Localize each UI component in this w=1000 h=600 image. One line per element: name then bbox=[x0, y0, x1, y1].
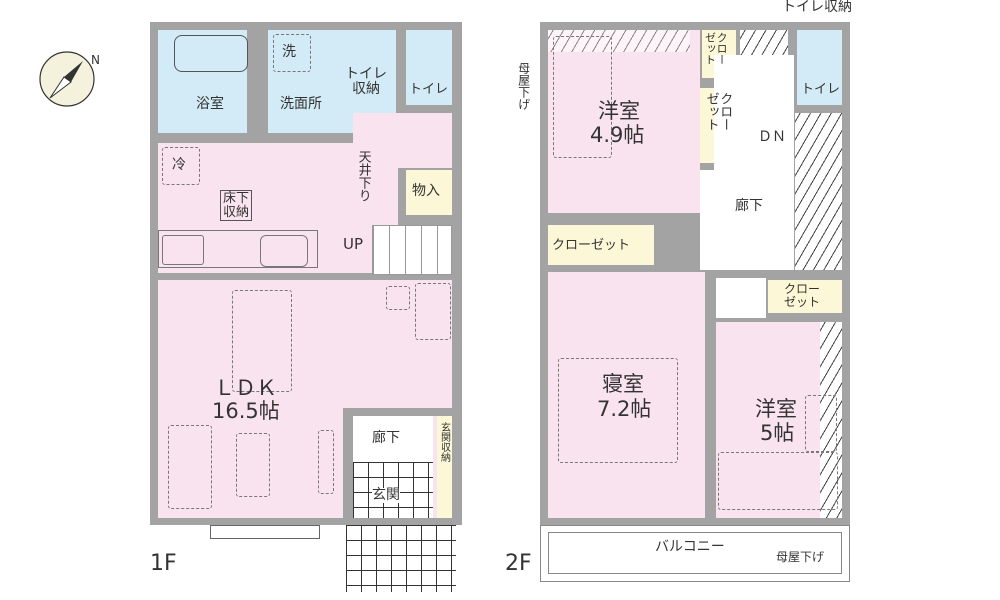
underfloor-storage-label: 床下 収納 bbox=[220, 190, 253, 222]
western-1-size-label: 4.9帖 bbox=[590, 123, 645, 147]
bath-room bbox=[158, 30, 247, 133]
north-compass-icon: N bbox=[38, 46, 100, 107]
western-1-label: 洋室 bbox=[598, 99, 640, 123]
window bbox=[210, 525, 320, 539]
washroom-label: 洗面所 bbox=[280, 96, 322, 112]
eaves-right-label: 母屋下げ bbox=[776, 550, 825, 564]
sink-icon bbox=[260, 235, 308, 267]
closet-3-label: クロー ゼット bbox=[784, 282, 821, 309]
stove-icon bbox=[162, 235, 204, 265]
entrance-label: 玄関 bbox=[372, 487, 400, 503]
western-2-size-label: 5帖 bbox=[760, 421, 795, 445]
fridge-label: 冷 bbox=[172, 157, 186, 173]
washer-label: 洗 bbox=[282, 44, 296, 60]
closet-small-1-label: クロー ゼット bbox=[703, 32, 729, 65]
balcony-label: バルコニー bbox=[655, 539, 725, 555]
storage-room bbox=[406, 170, 452, 215]
floor-1-label: 1F bbox=[150, 551, 177, 576]
eaves-left-label: 母屋下げ bbox=[516, 62, 531, 110]
hallway-1f bbox=[353, 416, 433, 462]
closet bbox=[548, 225, 654, 265]
toilet-storage-label: トイレ 収納 bbox=[345, 66, 387, 97]
stairs-2f bbox=[795, 113, 842, 270]
up-label: UP bbox=[343, 235, 364, 253]
closet-3 bbox=[768, 280, 842, 313]
ldk-size-label: 16.5帖 bbox=[212, 399, 280, 423]
hallway-2f-label: 廊下 bbox=[735, 198, 763, 214]
porch bbox=[346, 525, 456, 592]
hallway-label: 廊下 bbox=[372, 430, 400, 446]
dn-label: ＤＮ bbox=[758, 129, 786, 145]
floor-2-label: 2F bbox=[505, 551, 532, 576]
entrance-storage-label: 玄関収納 bbox=[438, 422, 450, 462]
toilet-room bbox=[406, 30, 452, 105]
ldk-label: ＬＤＫ bbox=[214, 376, 277, 400]
bedroom bbox=[548, 272, 705, 518]
ceiling-drop-label: 天井下り bbox=[355, 150, 371, 202]
toilet-storage-label-2f: トイレ収納 bbox=[782, 0, 852, 15]
bath-label: 浴室 bbox=[196, 96, 224, 112]
bedroom-size-label: 7.2帖 bbox=[597, 397, 652, 421]
closet-small-2-label: クロー ゼット bbox=[703, 92, 733, 131]
toilet-label: トイレ bbox=[409, 82, 449, 97]
entrance-storage bbox=[437, 416, 452, 518]
closet-label: クローゼット bbox=[552, 238, 631, 253]
western-2-label: 洋室 bbox=[755, 397, 797, 421]
toilet-2f-label: トイレ bbox=[801, 82, 841, 97]
toilet-room-2f bbox=[797, 30, 842, 105]
storage-label: 物入 bbox=[412, 183, 440, 199]
western-room-1 bbox=[548, 30, 700, 213]
bedroom-label: 寝室 bbox=[602, 372, 644, 396]
stairs-1f bbox=[372, 225, 452, 275]
svg-text:N: N bbox=[91, 53, 100, 67]
